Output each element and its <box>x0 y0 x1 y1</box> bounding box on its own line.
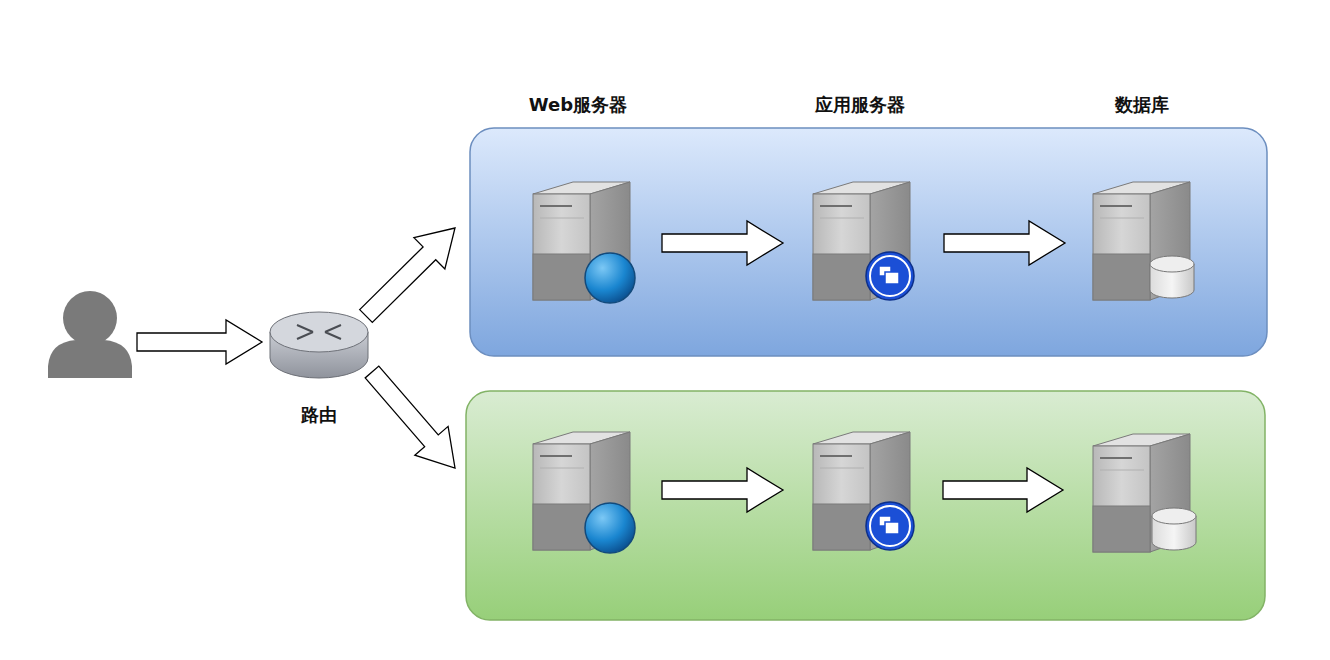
node-label: 数据库 <box>1115 94 1169 116</box>
router-icon <box>270 312 368 378</box>
database-server-node: 数据库 <box>1067 94 1217 306</box>
web-server-icon <box>533 182 635 303</box>
node-label: Web服务器 <box>529 94 627 116</box>
block-arrow <box>662 468 783 512</box>
green-band <box>466 391 1265 620</box>
user-icon <box>48 291 132 378</box>
block-arrow-connector <box>944 221 1065 265</box>
web-server-icon <box>533 432 635 553</box>
block-arrow <box>943 468 1063 512</box>
app-server-node: 应用服务器 <box>785 94 935 306</box>
blue-band <box>470 128 1267 356</box>
block-arrow <box>365 366 455 468</box>
block-arrow <box>137 320 262 364</box>
app-server-icon <box>813 182 914 300</box>
web-server-node: Web服务器 <box>503 94 653 306</box>
node-label: 应用服务器 <box>815 94 905 116</box>
block-arrow <box>360 228 455 322</box>
database-server-icon <box>1093 434 1196 552</box>
block-arrow-connector <box>662 221 783 265</box>
app-server-icon <box>813 432 914 550</box>
node-label: 路由 <box>301 404 337 426</box>
database-server-icon <box>1093 182 1194 300</box>
router-node: 路由 <box>262 300 376 426</box>
